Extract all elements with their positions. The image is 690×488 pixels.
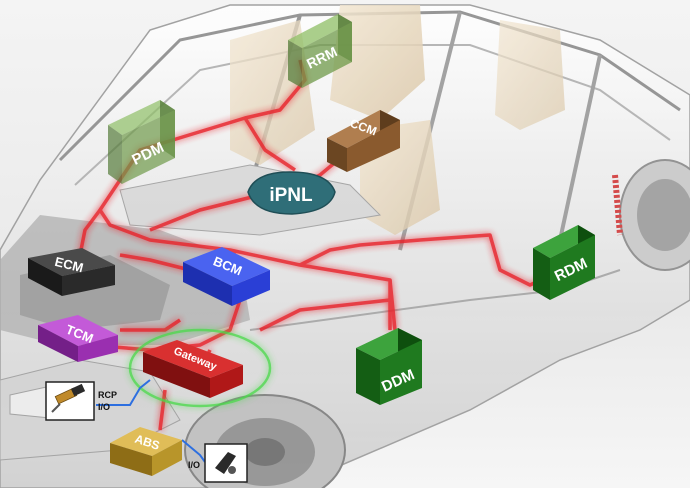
rcp-io-label: I/O: [98, 402, 110, 412]
ipnl-module[interactable]: iPNL: [248, 172, 335, 214]
rcp-label: RCP: [98, 390, 117, 400]
ipnl-label: iPNL: [269, 185, 313, 206]
abs-io-label: I/O: [188, 460, 200, 470]
